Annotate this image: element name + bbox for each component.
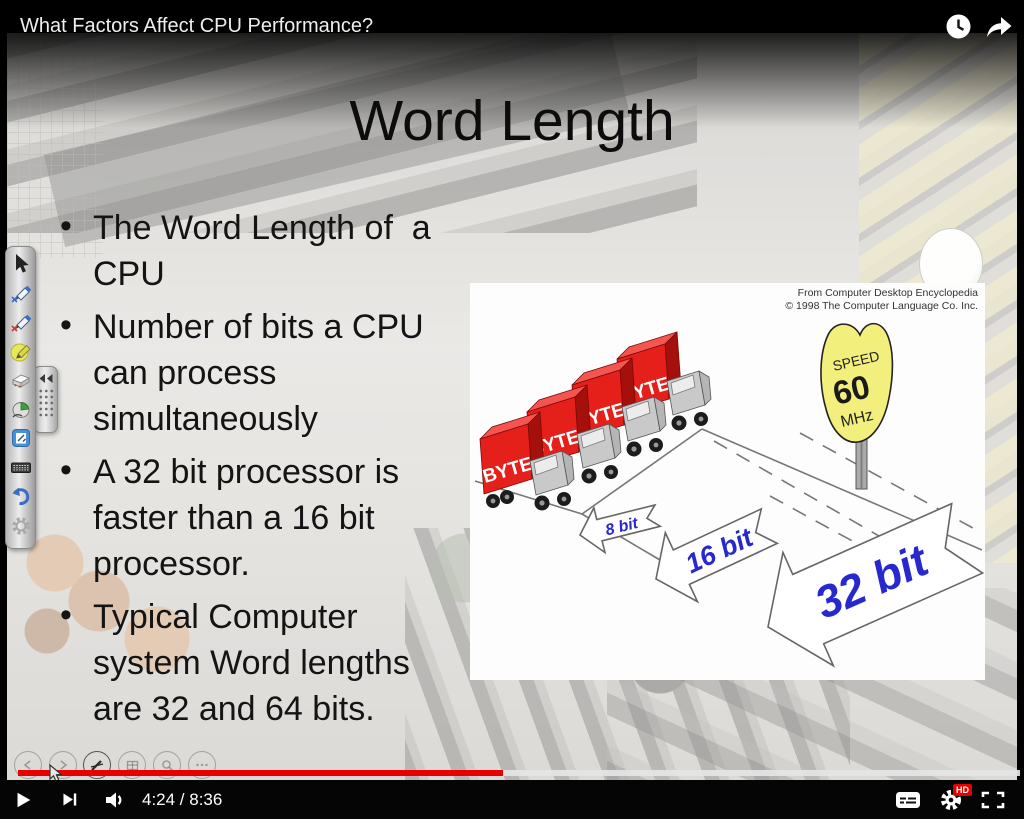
captions-button[interactable] <box>894 789 922 811</box>
bit-width-arrows: 8 bit 16 bit 32 bit <box>578 502 985 668</box>
settings-tool[interactable] <box>9 513 33 537</box>
collapse-view-icon <box>981 791 1005 808</box>
zoom-button[interactable] <box>153 751 181 779</box>
all-slides-button[interactable] <box>118 751 146 779</box>
seek-bar[interactable] <box>18 770 1020 776</box>
next-icon <box>62 793 76 806</box>
select-cursor-tool[interactable] <box>9 252 33 276</box>
next-arrow-icon <box>60 760 68 770</box>
captions-icon <box>896 791 920 808</box>
illustration-credit-line2: © 1998 The Computer Language Co. Inc. <box>785 300 978 312</box>
settings-gear-icon <box>941 789 961 810</box>
bullet-item: Number of bits a CPU can process simulta… <box>60 302 458 442</box>
next-button[interactable] <box>46 780 92 819</box>
keyboard-tool[interactable] <box>9 455 33 479</box>
highlighter-tool[interactable] <box>9 339 33 363</box>
player-top-buttons <box>945 13 1014 40</box>
more-options-button[interactable] <box>188 751 216 779</box>
slide-title: Word Length <box>349 89 675 153</box>
arrow-8bit: 8 bit <box>578 503 663 555</box>
watch-later-button[interactable] <box>945 13 972 40</box>
play-icon <box>17 792 31 807</box>
video-frame[interactable]: Word Length The Word Length of a CPU Num… <box>7 33 1017 780</box>
share-arrow-icon <box>987 16 1012 37</box>
illustration-credit-line1: From Computer Desktop Encyclopedia <box>798 287 978 299</box>
eraser-tool[interactable] <box>9 368 33 392</box>
pen-tools-button[interactable] <box>83 751 111 779</box>
player-top-gradient <box>7 33 1017 128</box>
prev-arrow-icon <box>23 760 31 770</box>
byte-trucks: BYTE BYTE <box>479 331 712 511</box>
progress-fill <box>18 770 503 776</box>
time-display: 4:24 / 8:36 <box>142 789 223 809</box>
annotation-toolbar-handle[interactable] <box>33 366 58 433</box>
volume-button[interactable] <box>92 780 138 819</box>
ellipsis-icon <box>196 763 208 767</box>
pen-red-tool[interactable] <box>9 310 33 334</box>
bullet-item: The Word Length of a CPU <box>60 203 458 297</box>
magnifier-icon <box>161 759 173 771</box>
collapse-arrows-icon <box>39 374 52 383</box>
byte-trucks-illustration: From Computer Desktop Encyclopedia © 199… <box>470 283 985 680</box>
mouse-draw-tool[interactable] <box>9 397 33 421</box>
volume-icon <box>106 792 122 807</box>
pen-blue-tool[interactable] <box>9 281 33 305</box>
undo-tool[interactable] <box>9 484 33 508</box>
share-button[interactable] <box>984 14 1014 40</box>
slides-grid-icon <box>126 760 138 770</box>
previous-slide-button[interactable] <box>14 751 42 779</box>
bullet-item: Typical Computer system Word lengths are… <box>60 592 458 732</box>
play-button[interactable] <box>0 780 46 819</box>
settings-button[interactable]: HD <box>938 783 972 813</box>
byte-truck: BYTE <box>479 411 575 511</box>
bullet-item: A 32 bit processor is faster than a 16 b… <box>60 447 458 587</box>
hd-quality-badge: HD <box>953 783 972 796</box>
video-title[interactable]: What Factors Affect CPU Performance? <box>20 15 374 37</box>
arrow-16bit: 16 bit <box>655 507 780 604</box>
sign-60-label: 60 <box>829 368 873 412</box>
pen-slash-icon <box>90 760 104 771</box>
slide-bullet-list: The Word Length of a CPU Number of bits … <box>60 203 458 739</box>
annotation-toolbar <box>5 246 36 549</box>
sign-mhz-label: MHz <box>839 407 875 431</box>
player-control-bar: 4:24 / 8:36 HD <box>0 780 1024 819</box>
notes-tool[interactable] <box>9 426 33 450</box>
speed-limit-sign: SPEED 60 MHz <box>820 322 894 490</box>
drag-grip-dots <box>37 388 54 418</box>
collapse-view-button[interactable] <box>980 790 1006 810</box>
arrow-32bit: 32 bit <box>767 502 985 668</box>
